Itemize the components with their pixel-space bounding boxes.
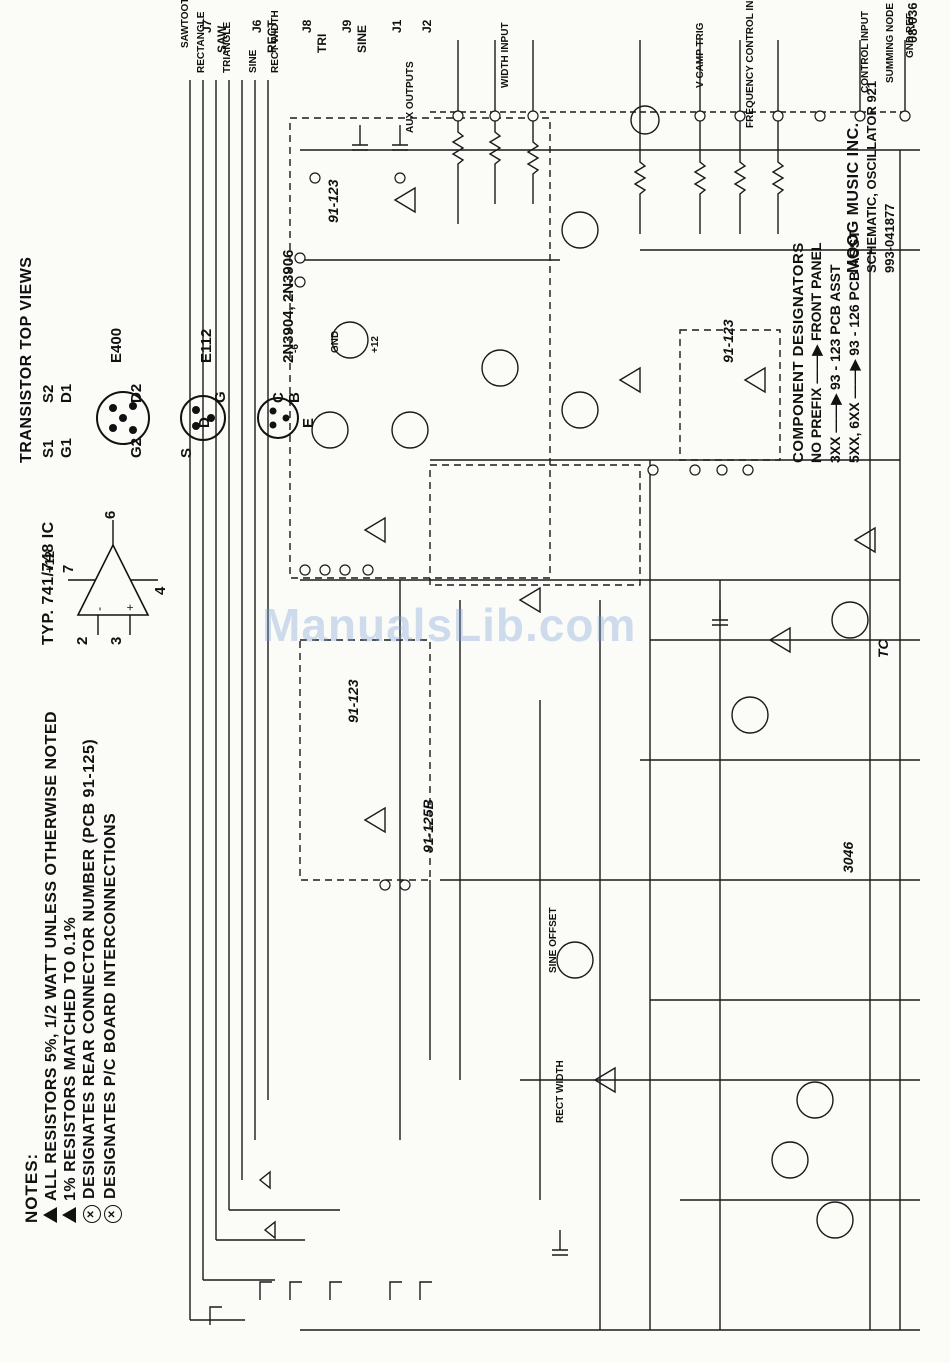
power-label: GND bbox=[330, 330, 341, 353]
triangle-icon bbox=[62, 1207, 76, 1223]
top-signal: SUMMING NODE bbox=[885, 3, 896, 83]
board-label: 91-123 bbox=[720, 319, 736, 363]
note-3: ✕ DESIGNATES REAR CONNECTOR NUMBER (PCB 9… bbox=[80, 711, 101, 1223]
e112-pin: S bbox=[178, 447, 195, 458]
note-1: ALL RESISTORS 5%, 1/2 WATT UNLESS OTHERW… bbox=[42, 711, 61, 1223]
notes-title: NOTES: bbox=[22, 1152, 41, 1223]
misc-label: SINE OFFSET bbox=[548, 907, 559, 973]
designator-line: NO PREFIX ——▶ FRONT PANEL bbox=[808, 242, 824, 463]
top-signal: WIDTH INPUT bbox=[500, 22, 511, 88]
jack-label: TRI bbox=[315, 33, 329, 53]
jack-id: J1 bbox=[390, 19, 404, 33]
transistor-title: TRANSISTOR TOP VIEWS bbox=[18, 256, 35, 463]
misc-label: 3046 bbox=[840, 841, 856, 873]
jack-label: SINE bbox=[355, 24, 369, 53]
e400-pin: G1 bbox=[58, 437, 75, 458]
board-label: 91-123 bbox=[325, 179, 341, 223]
power-label: +12 bbox=[370, 336, 381, 353]
e112-label: E112 bbox=[198, 328, 215, 363]
jack-id: J8 bbox=[300, 19, 314, 33]
bjt-pin: B bbox=[286, 392, 303, 403]
top-signal: CONTROL INPUT bbox=[860, 10, 871, 93]
jack-id: J7 bbox=[200, 19, 214, 33]
company-name: MOOG MUSIC INC. bbox=[845, 122, 862, 273]
left-edge-signal: SINE bbox=[248, 49, 259, 73]
drawing-title: SCHEMATIC, OSCILLATOR 921 bbox=[864, 80, 879, 273]
x-circle-icon: ✕ bbox=[83, 1205, 101, 1223]
e400-pin: S2 bbox=[40, 384, 57, 403]
component-designators-title: COMPONENT DESIGNATORS bbox=[790, 242, 807, 463]
pin-label: 7 bbox=[60, 564, 77, 573]
triangle-icon bbox=[43, 1207, 57, 1223]
svg-text:+: + bbox=[123, 604, 137, 611]
pin-label: +12 bbox=[42, 550, 57, 573]
transistor-pinout-drawings bbox=[96, 391, 299, 445]
opamp-pinout: TYP. 741/748 IC - + 2 3 4 6 7 +12 bbox=[40, 511, 173, 645]
e400-pin: S1 bbox=[40, 439, 57, 458]
opamp-title: TYP. 741/748 IC bbox=[40, 521, 57, 645]
jack-id: J9 bbox=[340, 19, 354, 33]
board-label: 91-123 bbox=[345, 679, 361, 723]
e400-pin: D1 bbox=[58, 383, 75, 403]
svg-text:-: - bbox=[92, 607, 106, 611]
title-block: MOOG MUSIC INC. SCHEMATIC, OSCILLATOR 92… bbox=[845, 81, 899, 273]
note-2: 1% RESISTORS MATCHED TO 0.1% bbox=[61, 711, 80, 1223]
board-label: 91-125B bbox=[420, 799, 436, 853]
designator-line: 3XX ——▶ 93 - 123 PCB ASST bbox=[827, 264, 843, 463]
note-text: DESIGNATES REAR CONNECTOR NUMBER (PCB 91… bbox=[81, 738, 98, 1199]
misc-label: TC bbox=[875, 639, 891, 658]
transistor-views: TRANSISTOR TOP VIEWS bbox=[18, 257, 36, 463]
bjt-pin: C bbox=[270, 392, 287, 403]
note-text: ALL RESISTORS 5%, 1/2 WATT UNLESS OTHERW… bbox=[43, 710, 60, 1201]
jack-label: SAW bbox=[215, 25, 229, 53]
note-text: DESIGNATES P/C BOARD INTERCONNECTIONS bbox=[102, 812, 119, 1199]
misc-label: RECT WIDTH bbox=[555, 1060, 566, 1123]
watermark: ManualsLib.com bbox=[262, 599, 637, 651]
bjt-pin: E bbox=[300, 417, 317, 428]
e400-pin: D2 bbox=[128, 383, 145, 403]
top-signal: GND REF bbox=[905, 13, 916, 58]
e400-label: E400 bbox=[108, 327, 125, 363]
notes-block: NOTES: ALL RESISTORS 5%, 1/2 WATT UNLESS… bbox=[22, 711, 122, 1223]
opamp-triangle-icon: - + bbox=[68, 520, 158, 635]
power-label: -6 bbox=[290, 344, 301, 353]
note-text: 1% RESISTORS MATCHED TO 0.1% bbox=[62, 916, 79, 1201]
aux-outputs-label: AUX OUTPUTS bbox=[405, 61, 416, 133]
e400-pin: G2 bbox=[128, 437, 145, 458]
jack-id: J2 bbox=[420, 19, 434, 33]
top-signal: V CAMP TRIG bbox=[695, 22, 706, 88]
e112-pin: D bbox=[196, 417, 213, 428]
left-edge-signal: SAWTOOTH bbox=[180, 0, 191, 48]
jack-id: J6 bbox=[250, 19, 264, 33]
drawing-number: 993-041877 bbox=[882, 203, 897, 273]
pin-label: 3 bbox=[108, 636, 125, 645]
pin-label: 2 bbox=[74, 636, 91, 645]
top-signal: FREQUENCY CONTROL INPUTS bbox=[745, 0, 756, 128]
pin-label: 4 bbox=[152, 586, 169, 595]
jack-label: RECT bbox=[265, 20, 279, 53]
pin-label: 6 bbox=[102, 510, 119, 519]
note-4: ✕ DESIGNATES P/C BOARD INTERCONNECTIONS bbox=[101, 711, 122, 1223]
x-circle-icon: ✕ bbox=[104, 1205, 122, 1223]
e112-pin: G bbox=[212, 391, 229, 403]
